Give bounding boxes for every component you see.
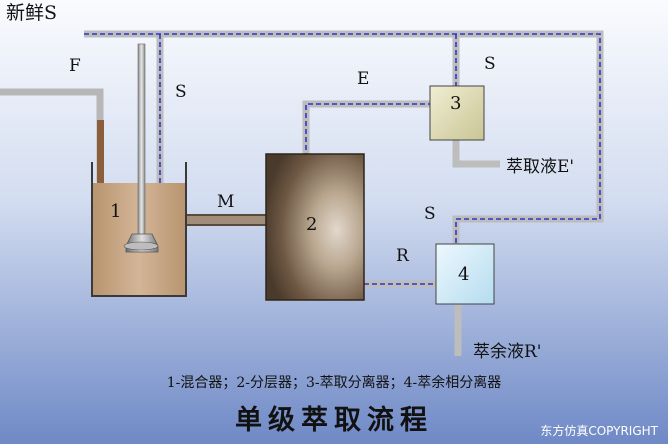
raffinate-separator-number: 4 — [458, 264, 470, 285]
mixture-line-label: M — [217, 192, 235, 212]
copyright-text: 东方仿真COPYRIGHT — [540, 424, 658, 438]
extract-line-label: E — [357, 69, 370, 89]
extract-separator-vessel — [429, 85, 485, 141]
solvent-pipes — [84, 30, 604, 257]
product-pipes — [452, 138, 500, 356]
mixer-number: 1 — [110, 201, 122, 222]
solvent-right-label: S — [424, 204, 436, 224]
extract-product-label: 萃取液E' — [506, 157, 575, 177]
feed-label: F — [69, 56, 81, 76]
solvent-top-right-label: S — [484, 54, 496, 74]
settler-number: 2 — [306, 214, 318, 235]
stirrer-shaft — [137, 43, 146, 241]
fresh-solvent-label: 新鲜S — [6, 2, 58, 24]
legend-caption: 1-混合器；2-分层器；3-萃取分离器；4-萃余相分离器 — [166, 375, 502, 391]
diagram-title: 单级萃取流程 — [235, 405, 433, 436]
solvent-mixer-label: S — [175, 82, 187, 102]
extract-pipe — [302, 100, 430, 158]
raffinate-product-label: 萃余液R' — [473, 342, 542, 362]
raffinate-separator-vessel — [435, 243, 495, 305]
extract-separator-number: 3 — [450, 93, 462, 114]
raffinate-line-label: R — [396, 246, 409, 266]
mixer-vessel — [91, 43, 187, 297]
settler-vessel — [265, 153, 365, 301]
feed-pipe — [0, 88, 104, 186]
